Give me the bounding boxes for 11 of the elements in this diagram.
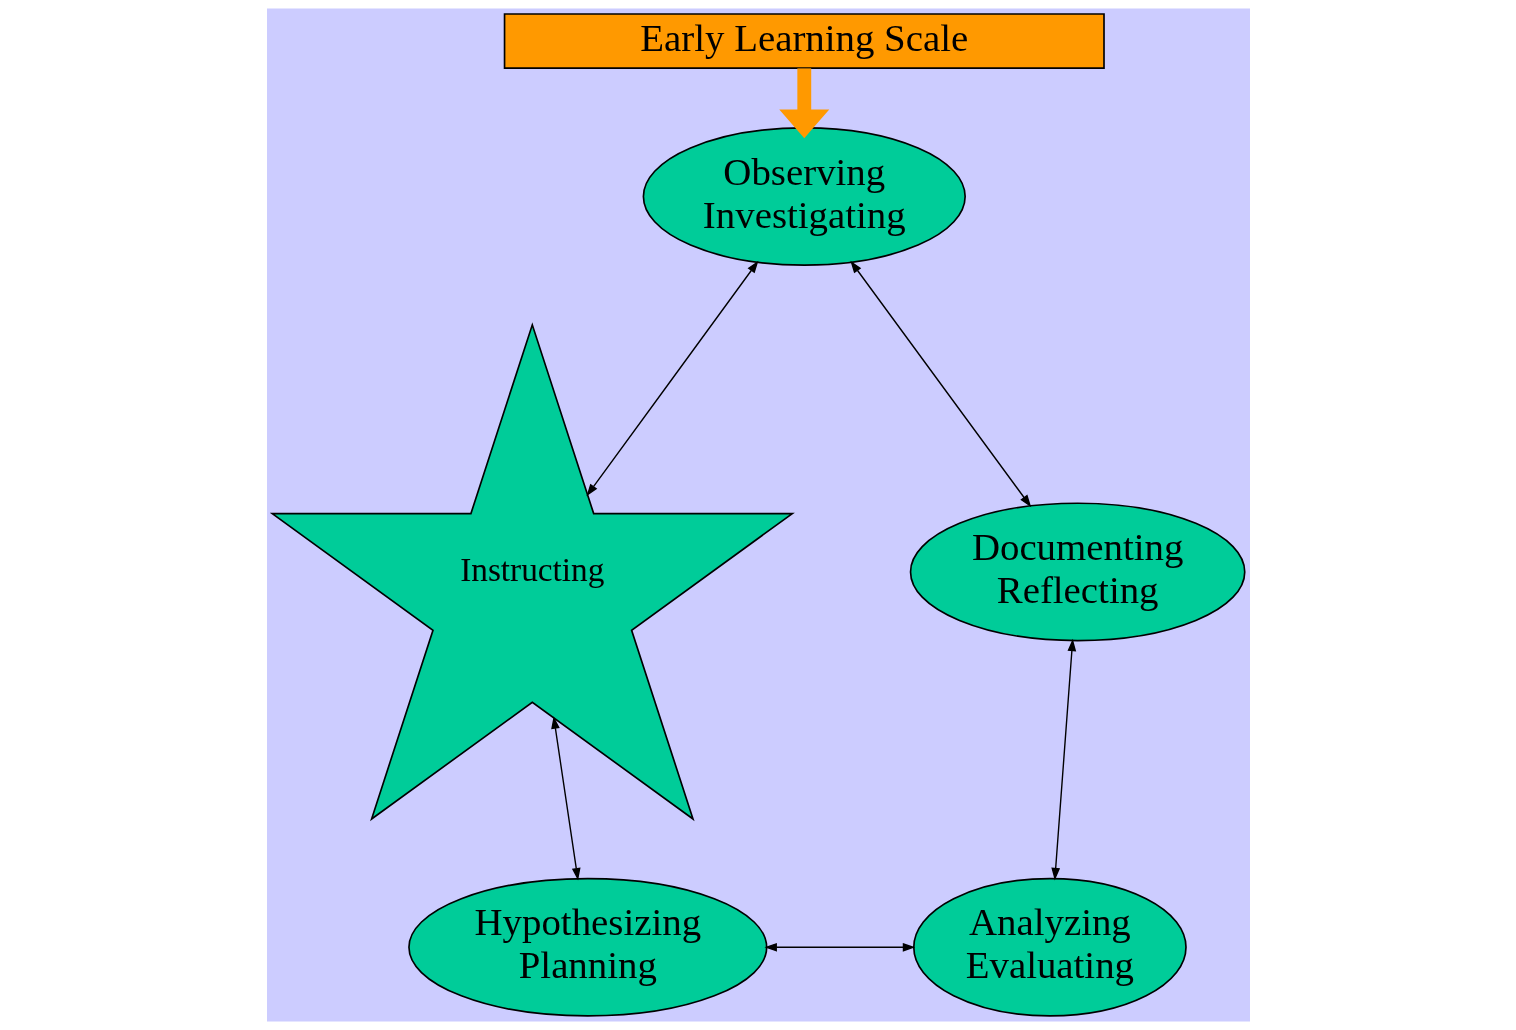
node-box: Early Learning Scale: [503, 13, 1105, 69]
arrow: [1050, 638, 1076, 881]
arrow: [778, 68, 829, 139]
arrow: [550, 716, 581, 881]
arrow: [763, 942, 915, 952]
arrow: [849, 260, 1031, 508]
node-ellipse: Documenting Reflecting: [909, 502, 1246, 642]
node-ellipse: Observing Investigating: [642, 127, 966, 266]
node-ellipse: Hypothesizing Planning: [407, 877, 767, 1017]
node-ellipse: Analyzing Evaluating: [912, 877, 1187, 1017]
arrow: [585, 260, 758, 497]
